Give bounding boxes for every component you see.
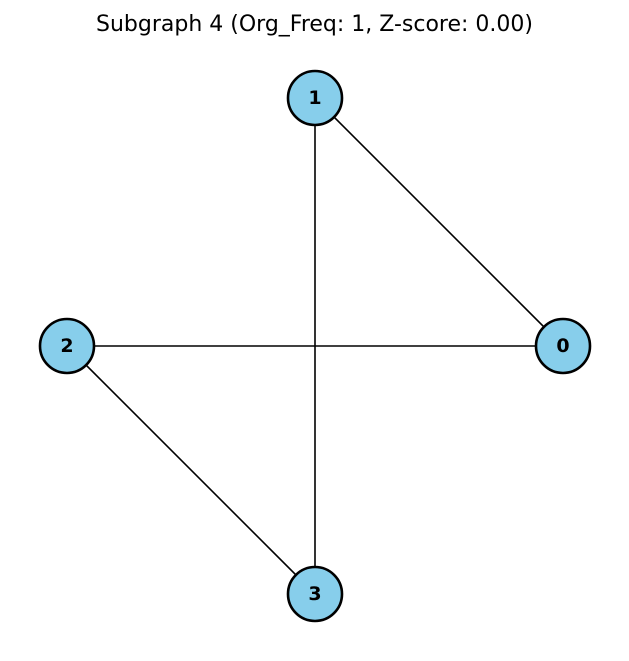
node-circle-2	[38, 317, 96, 375]
node-circle-1	[286, 69, 344, 127]
edge-0-1	[314, 97, 564, 347]
node-label-1: 1	[308, 87, 321, 109]
node-1: 1	[286, 69, 344, 127]
node-circle-0	[534, 317, 592, 375]
figure-title: Subgraph 4 (Org_Freq: 1, Z-score: 0.00)	[96, 12, 533, 37]
edges-layer	[66, 97, 564, 595]
node-2: 2	[38, 317, 96, 375]
node-3: 3	[286, 565, 344, 623]
nodes-layer: 0 1 2 3	[38, 69, 592, 623]
node-label-2: 2	[60, 335, 73, 357]
node-0: 0	[534, 317, 592, 375]
node-circle-3	[286, 565, 344, 623]
edge-2-3	[66, 345, 316, 595]
node-label-0: 0	[556, 335, 569, 357]
node-label-3: 3	[308, 583, 321, 605]
